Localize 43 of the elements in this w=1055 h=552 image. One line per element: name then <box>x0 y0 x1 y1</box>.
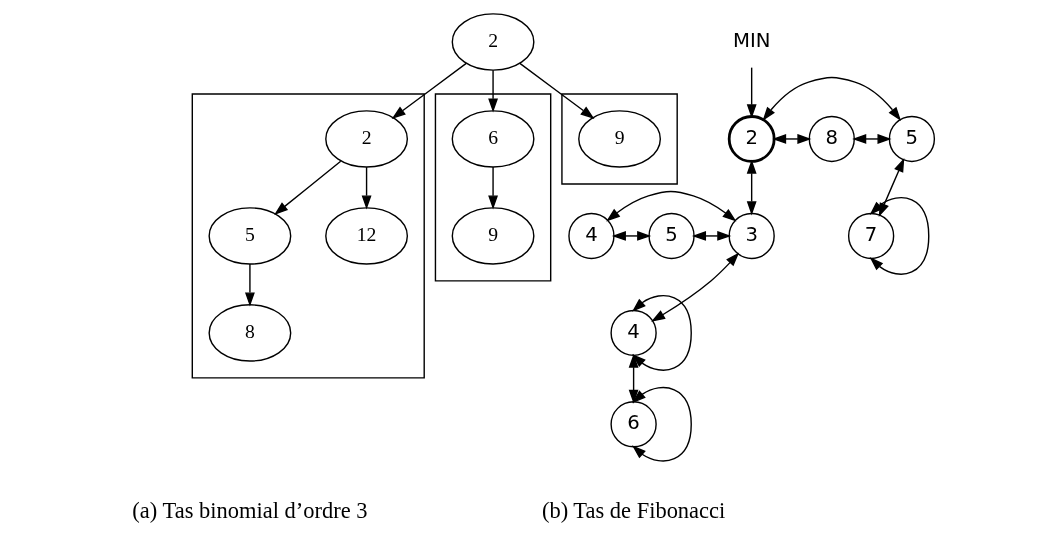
node-circle: 4 <box>610 309 657 357</box>
node-ellipse: 2 <box>451 13 535 71</box>
arrow <box>746 159 757 216</box>
node-circle: 2 <box>727 115 776 163</box>
arrow <box>632 294 692 371</box>
node-text: MIN <box>732 29 771 53</box>
node-ellipse: 6 <box>451 110 535 168</box>
node-circle: 5 <box>888 115 936 163</box>
cluster <box>191 93 425 379</box>
arrow <box>391 62 467 119</box>
arrow <box>762 76 902 121</box>
cluster <box>434 93 552 282</box>
arrow <box>746 66 757 119</box>
arrow <box>852 134 892 144</box>
arrow <box>488 166 498 210</box>
label: (b) Tas de Fibonacci <box>541 498 726 524</box>
arrow <box>611 231 652 241</box>
arrow <box>772 134 812 144</box>
arrow <box>488 69 498 113</box>
node-circle: 7 <box>847 212 895 260</box>
node-ellipse: 9 <box>451 207 535 265</box>
arrow <box>606 190 737 222</box>
arrow <box>519 62 595 119</box>
arrow <box>628 353 639 404</box>
node-circle: 6 <box>610 401 657 448</box>
node-circle: 5 <box>648 212 695 260</box>
node-ellipse: 8 <box>208 304 292 362</box>
node-circle: 3 <box>728 212 775 260</box>
arrow <box>632 386 692 462</box>
node-ellipse: 9 <box>578 110 662 168</box>
arrow <box>245 263 255 307</box>
node-circle: 8 <box>808 115 855 163</box>
arrow <box>869 196 930 275</box>
arrow <box>274 160 342 216</box>
label: (a) Tas binomial d’ordre 3 <box>132 498 368 524</box>
node-ellipse: 5 <box>208 207 292 265</box>
arrow <box>361 166 372 210</box>
node-circle: 4 <box>568 212 615 260</box>
node-ellipse: 2 <box>325 110 409 168</box>
cluster <box>561 93 678 185</box>
arrow <box>651 252 740 322</box>
node-ellipse: 12 <box>325 207 409 265</box>
arrow <box>691 231 732 241</box>
